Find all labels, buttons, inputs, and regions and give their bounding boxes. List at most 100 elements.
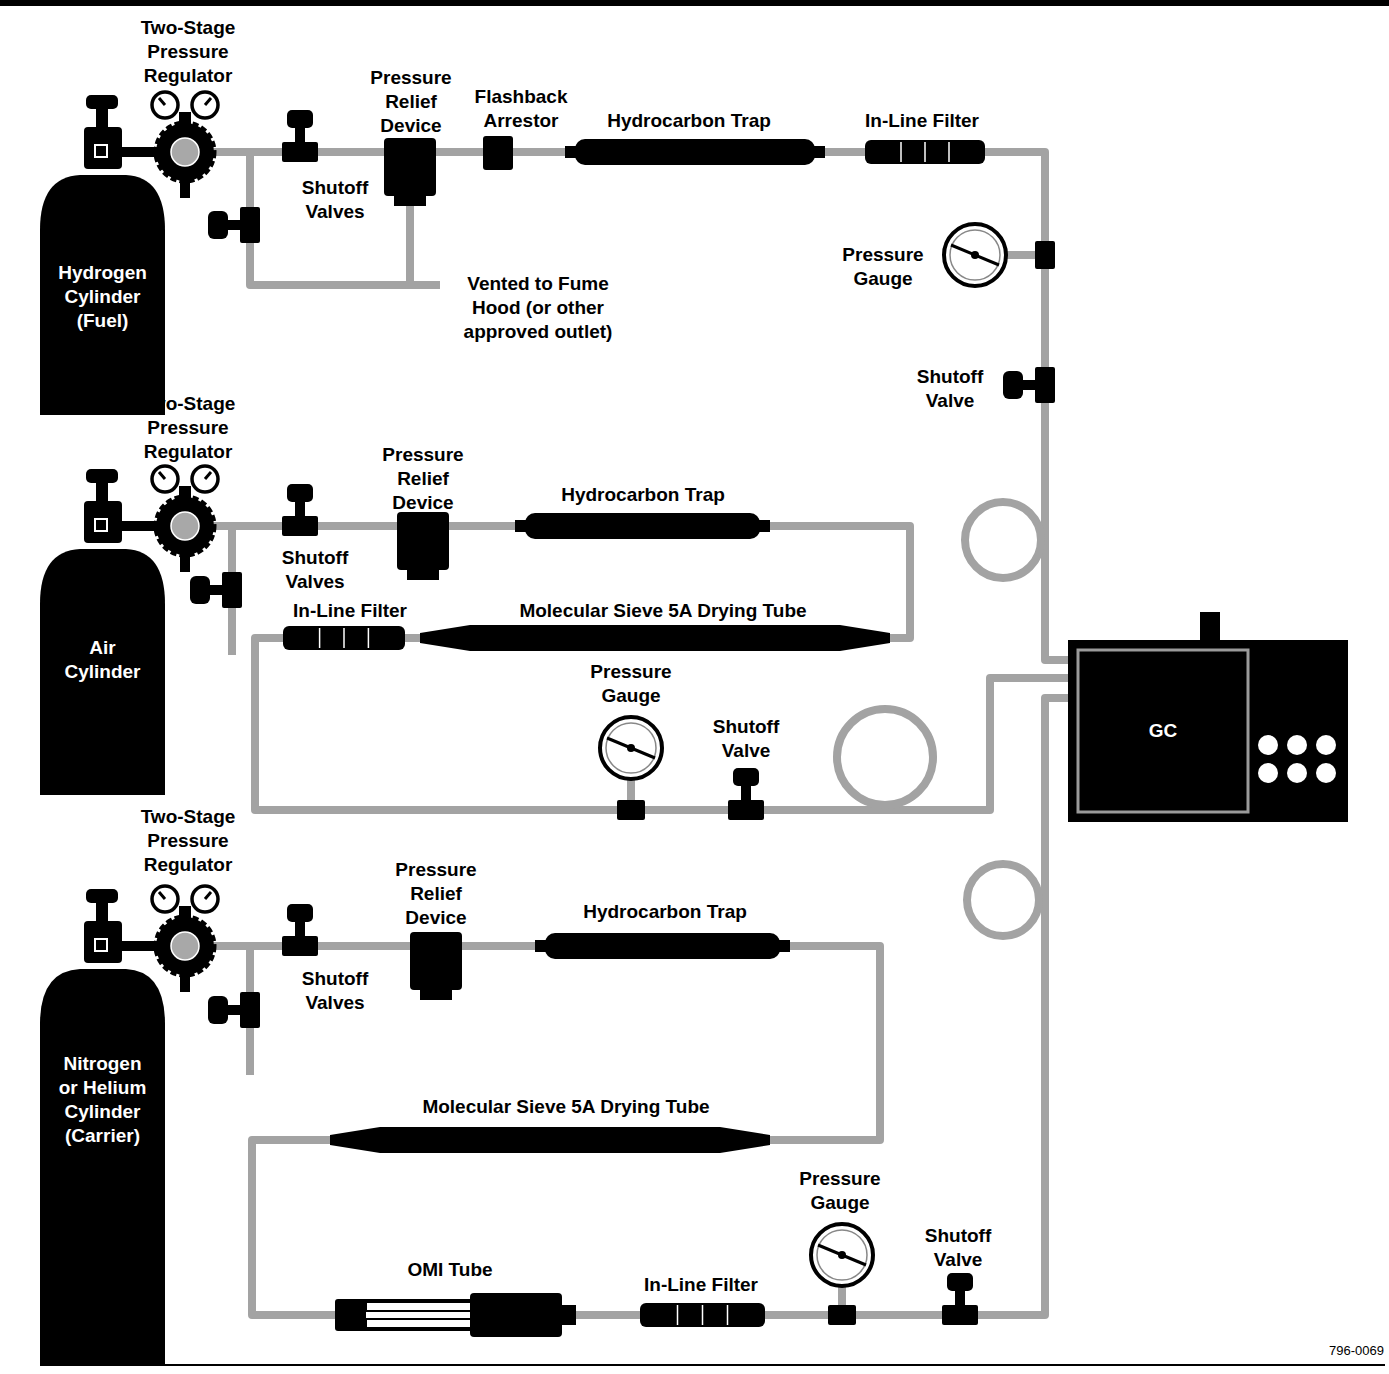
gc-housing <box>1068 640 1348 822</box>
gc-knob <box>1200 612 1220 642</box>
relief-device-body <box>397 512 449 570</box>
cylinder-body <box>40 969 165 1365</box>
regulator-dial <box>171 138 199 166</box>
valve-knob <box>287 110 313 128</box>
regulator-gauge <box>192 886 218 912</box>
regulator-gauge <box>152 886 178 912</box>
cylinder-outlet <box>120 941 165 951</box>
part-label: Shutoff Valve <box>910 365 990 413</box>
part-label: Two-Stage Pressure Regulator <box>128 392 248 464</box>
tubing-coil <box>837 709 933 805</box>
part-label: Two-Stage Pressure Regulator <box>128 16 248 88</box>
cylinder-valve-port <box>95 939 107 951</box>
cylinder-handwheel <box>86 469 118 483</box>
cylinder-valve <box>84 921 122 963</box>
valve-knob <box>287 484 313 502</box>
gauge-needle <box>205 98 211 105</box>
cylinder-outlet <box>120 147 165 157</box>
filter-ridge <box>948 142 950 162</box>
gc-button <box>1287 763 1307 783</box>
gas-line <box>165 698 1068 1315</box>
pressure-gauge <box>811 1224 873 1286</box>
valve-body <box>282 936 318 956</box>
node-text: GC <box>1078 650 1248 812</box>
cylinder-label: Nitrogen or Helium Cylinder (Carrier) <box>54 1052 152 1148</box>
cylinder-body <box>40 175 165 415</box>
cylinder-label: Hydrogen Cylinder (Fuel) <box>54 261 152 333</box>
part-label: Hydrocarbon Trap <box>523 483 763 507</box>
bottom-rule <box>40 1364 1385 1366</box>
hydrocarbon-trap <box>575 139 815 165</box>
valve-stem <box>295 920 305 938</box>
gauge-hub <box>627 744 635 752</box>
part-label: Pressure Relief Device <box>386 858 486 930</box>
regulator-dial <box>171 512 199 540</box>
gauge-tee <box>617 800 645 820</box>
valve-stem <box>295 126 305 144</box>
valve-stem <box>955 1289 965 1307</box>
part-label: In-Line Filter <box>265 599 435 623</box>
omi-tube-window <box>365 1301 473 1329</box>
relief-device-cap <box>420 990 452 1000</box>
part-label: Pressure Gauge <box>581 660 681 708</box>
regulator-gauge <box>192 466 218 492</box>
filter-ridge <box>343 628 345 648</box>
valve-body <box>282 142 318 162</box>
valve-stem <box>1021 380 1037 390</box>
filter-ridge <box>319 628 321 648</box>
cylinder-handwheel <box>86 889 118 903</box>
cylinder-label: Air Cylinder <box>54 636 152 684</box>
gauge-ring <box>817 1230 867 1280</box>
valve-body <box>282 516 318 536</box>
regulator-gauge <box>192 92 218 118</box>
hydrocarbon-trap <box>525 513 760 539</box>
part-label: Vented to Fume Hood (or other approved o… <box>448 272 628 344</box>
pressure-gauge <box>600 717 662 779</box>
part-label: Two-Stage Pressure Regulator <box>128 805 248 877</box>
gauge-needle <box>159 98 165 105</box>
gauge-needle <box>818 1245 866 1265</box>
relief-device-body <box>410 932 462 990</box>
gauge-needle <box>205 892 211 899</box>
filter-ridge <box>727 1305 729 1325</box>
gas-line <box>165 526 1068 810</box>
filter-ridge <box>368 628 370 648</box>
gauge-tee <box>1035 241 1055 269</box>
relief-device-body <box>384 138 436 196</box>
in-line-filter <box>865 140 985 164</box>
gas-cylinder: Hydrogen Cylinder (Fuel) <box>40 95 165 415</box>
valve-knob <box>208 211 228 239</box>
cylinder-shape <box>40 469 165 795</box>
valve-knob <box>733 768 759 786</box>
top-rule <box>0 0 1389 6</box>
node-text: Nitrogen or Helium Cylinder (Carrier) <box>54 1052 152 1148</box>
cylinder-valve <box>84 501 122 543</box>
gauge-needle <box>607 738 655 758</box>
part-label: Pressure Relief Device <box>361 66 461 138</box>
part-label: Hydrocarbon Trap <box>569 109 809 133</box>
part-label: Shutoff Valve <box>706 715 786 763</box>
valve-knob <box>947 1273 973 1291</box>
regulator-body <box>161 502 209 550</box>
gas-line <box>165 152 1068 660</box>
gc-panel <box>1078 650 1248 812</box>
tubing-coil <box>965 502 1041 578</box>
relief-device-cap <box>407 570 439 580</box>
valve-body <box>728 800 764 820</box>
part-label: Flashback Arrestor <box>465 85 577 133</box>
valve-body <box>240 207 260 243</box>
gc-instrument-box: GC <box>1068 640 1348 822</box>
valve-knob <box>208 996 228 1024</box>
valve-stem <box>226 220 242 230</box>
gauge-hub <box>971 251 979 259</box>
cylinder-valve-stem <box>96 481 108 503</box>
filter-ridge <box>924 142 926 162</box>
flashback-arrestor <box>483 136 513 170</box>
vent-line <box>406 200 414 285</box>
cylinder-valve-port <box>95 145 107 157</box>
cylinder-outlet <box>120 521 165 531</box>
part-label: Hydrocarbon Trap <box>545 900 785 924</box>
part-label: Shutoff Valves <box>290 967 380 1015</box>
cylinder-valve <box>84 127 122 169</box>
gauge-ring <box>950 230 1000 280</box>
